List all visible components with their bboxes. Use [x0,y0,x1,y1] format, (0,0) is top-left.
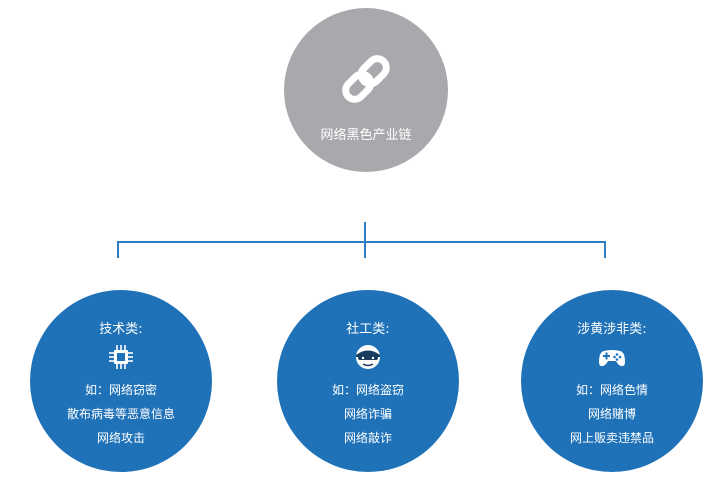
category-item: 散布病毒等恶意信息 [66,407,175,421]
category-node-illegal: 涉黄涉非类: 如：网络色情 网络赌博 网上贩卖违禁品 [521,290,703,472]
chip-icon [109,345,133,369]
category-title: 社工类: [346,322,390,337]
category-node-tech: 技术类: 如：网络窃密 散布病毒等恶意信息 网络攻击 [30,290,212,472]
gamepad-icon [599,350,625,367]
category-item: 网上贩卖违禁品 [569,431,654,445]
category-item: 如：网络盗窃 [331,383,404,397]
category-title: 技术类: [99,322,143,337]
category-item: 网络诈骗 [343,407,392,421]
root-node: 网络黑色产业链 [284,8,448,172]
category-item: 网络攻击 [96,431,145,445]
root-label: 网络黑色产业链 [320,128,412,143]
category-item: 网络敲诈 [343,431,392,445]
hacker-face-icon [356,345,380,369]
category-node-social: 社工类: 如：网络盗窃 网络诈骗 网络敲诈 [277,290,459,472]
category-item: 如：网络色情 [575,383,648,397]
chain-link-icon [342,55,390,103]
category-items: 如：网络盗窃 网络诈骗 网络敲诈 [277,378,459,450]
category-items: 如：网络色情 网络赌博 网上贩卖违禁品 [521,378,703,450]
category-item: 网络赌博 [587,407,636,421]
category-item: 如：网络窃密 [84,383,157,397]
category-items: 如：网络窃密 散布病毒等恶意信息 网络攻击 [30,378,212,450]
category-title: 涉黄涉非类: [577,322,647,337]
